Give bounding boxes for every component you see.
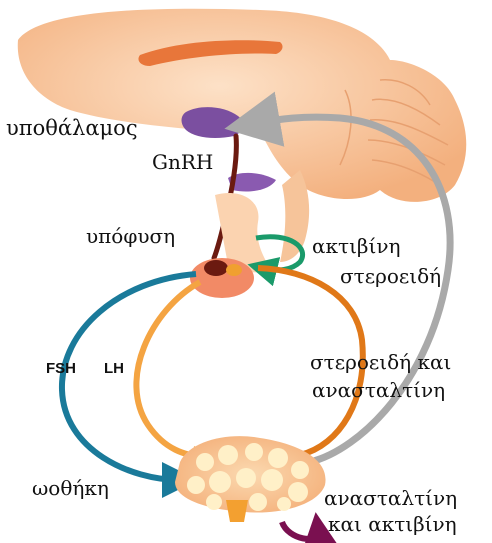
lh-label: LH xyxy=(104,360,124,377)
activin-label: ακτιβίνη xyxy=(312,234,400,258)
hypothalamus-label: υποθάλαμος xyxy=(6,116,138,140)
ovary xyxy=(175,436,326,522)
pituitary-gland xyxy=(190,193,270,298)
steroids-label: στεροειδή xyxy=(340,264,441,288)
lh-arrow xyxy=(136,282,205,458)
pituitary-label: υπόφυση xyxy=(86,224,175,248)
gnrh-label: GnRH xyxy=(152,150,213,174)
inhibin-activin-label-line2: και ακτιβίνη xyxy=(328,512,457,536)
fsh-label: FSH xyxy=(46,360,76,377)
steroids-inhibin-label-line2: ανασταλτίνη xyxy=(312,378,445,402)
inhibin-activin-arrow xyxy=(282,522,318,539)
ovary-label: ωοθήκη xyxy=(32,476,109,500)
steroids-inhibin-label-line1: στεροειδή και xyxy=(310,350,451,374)
inhibin-activin-label-line1: ανασταλτίνη xyxy=(324,486,457,510)
